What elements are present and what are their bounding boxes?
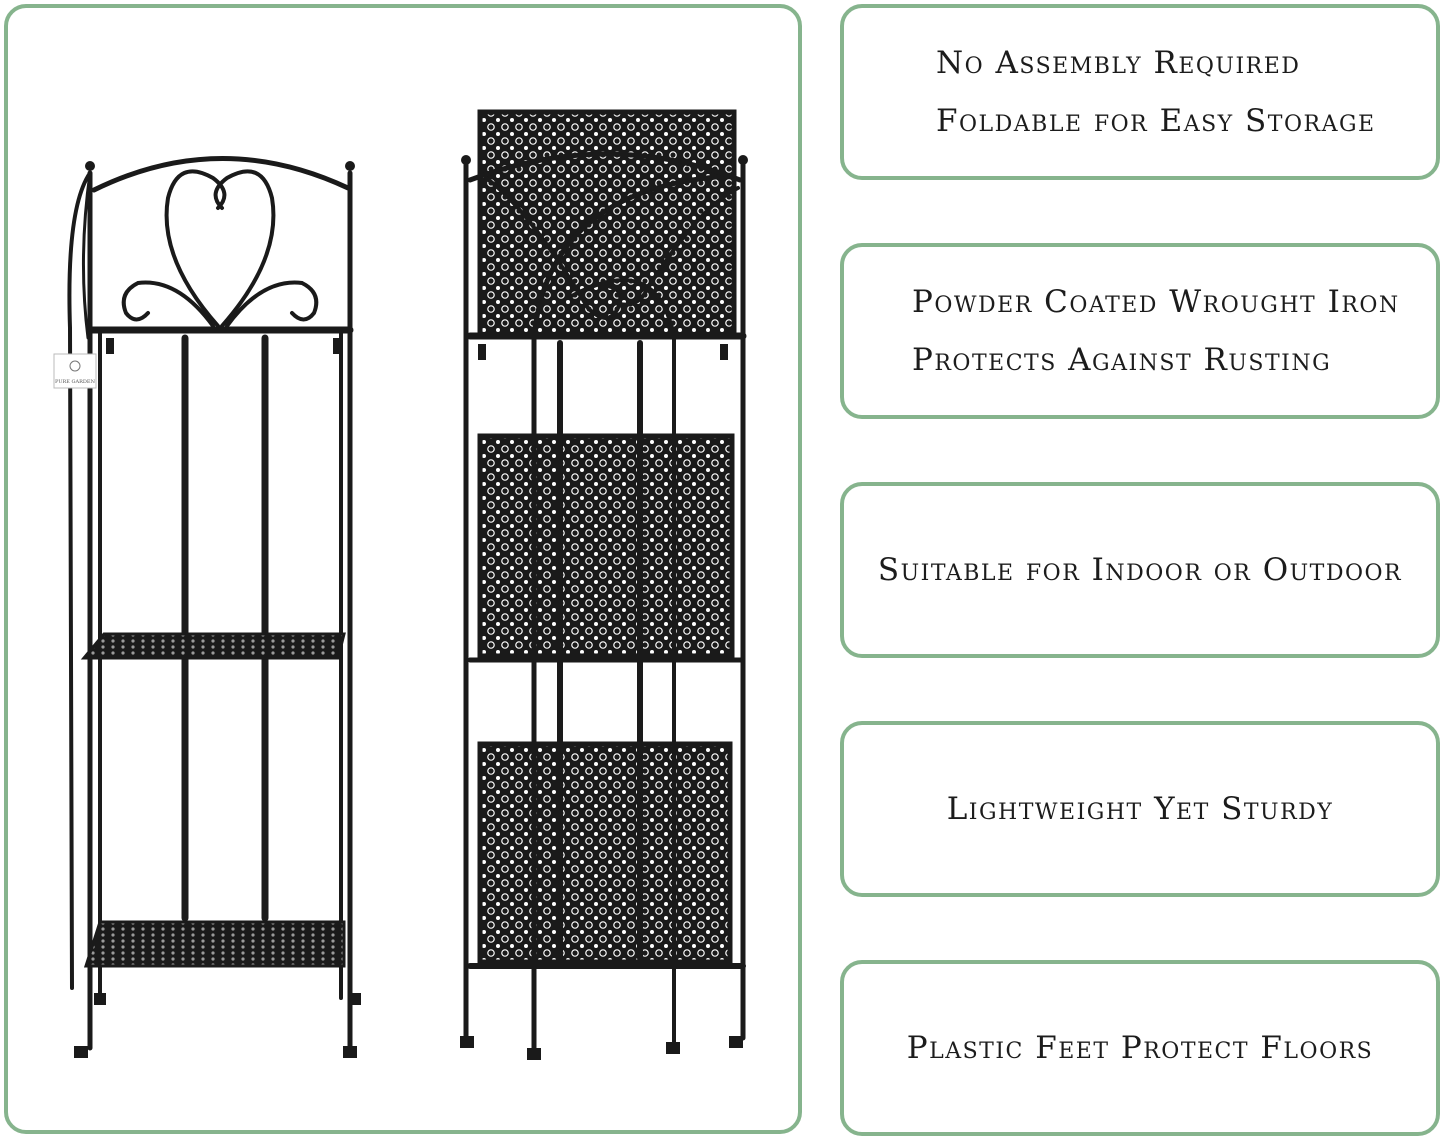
product-image-panel: PURE GARDEN bbox=[4, 4, 802, 1134]
feature-text: Plastic Feet Protect Floors bbox=[906, 1030, 1374, 1066]
feature-text: Lightweight Yet Sturdy bbox=[946, 791, 1334, 827]
feature-text: No Assembly Required bbox=[936, 45, 1301, 81]
feature-card-indoor-outdoor: Suitable for Indoor or Outdoor bbox=[840, 482, 1440, 658]
product-illustration: PURE GARDEN bbox=[53, 109, 748, 1060]
middle-shelf bbox=[80, 632, 346, 660]
brand-tag: PURE GARDEN bbox=[53, 353, 97, 389]
folded-rack bbox=[477, 109, 737, 965]
bottom-shelf bbox=[83, 920, 346, 968]
feature-text: Protects Against Rusting bbox=[912, 342, 1332, 378]
feature-text: Powder Coated Wrought Iron bbox=[912, 284, 1400, 320]
feature-card-assembly: No Assembly Required Foldable for Easy S… bbox=[840, 4, 1440, 180]
feature-text: Foldable for Easy Storage bbox=[936, 103, 1376, 139]
feature-card-lightweight: Lightweight Yet Sturdy bbox=[840, 721, 1440, 897]
open-rack bbox=[67, 156, 361, 1058]
feature-card-material: Powder Coated Wrought Iron Protects Agai… bbox=[840, 243, 1440, 419]
svg-text:PURE GARDEN: PURE GARDEN bbox=[55, 379, 96, 385]
feature-text: Suitable for Indoor or Outdoor bbox=[877, 552, 1403, 588]
feature-card-feet: Plastic Feet Protect Floors bbox=[840, 960, 1440, 1136]
